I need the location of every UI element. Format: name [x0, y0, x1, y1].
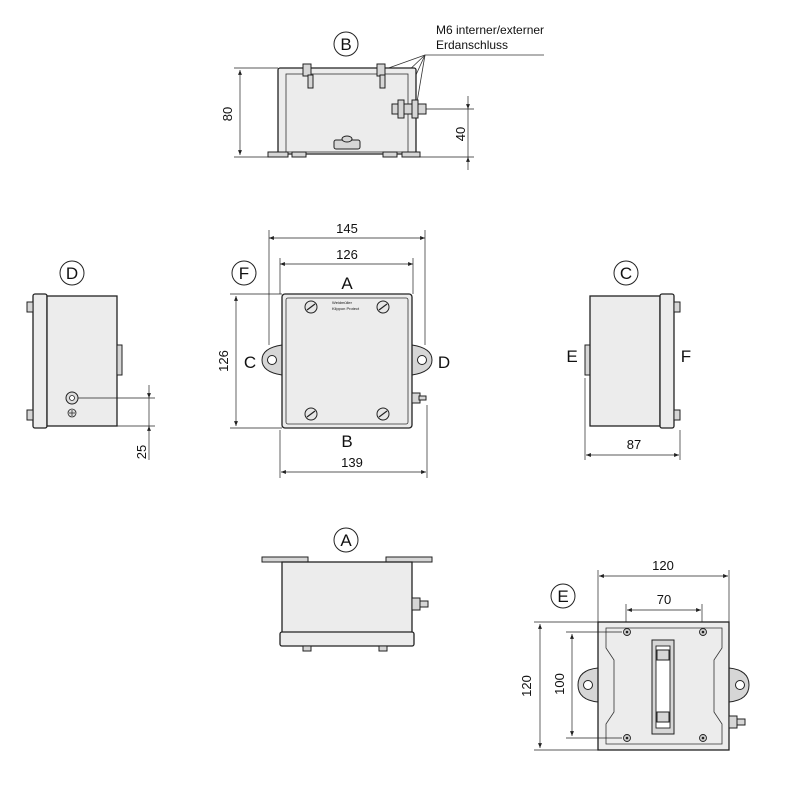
badge-c: C [613, 260, 639, 286]
dim-b-height-label: 80 [220, 107, 235, 121]
dimension-bottom: 139 [279, 405, 428, 478]
dim-bottom-label: 139 [341, 455, 363, 470]
view-e: E 120 70 [519, 558, 750, 751]
dim-d-bottom-label: 25 [134, 445, 149, 459]
dimension-e-top: 120 [597, 558, 730, 622]
view-b: B M6 interner/externer Erdanschluss [220, 23, 544, 170]
badge-b-label: B [340, 35, 351, 54]
dimension-d-bottom: 25 [78, 385, 155, 460]
badge-f-label: F [239, 264, 249, 283]
side-label-bottom: B [341, 432, 352, 451]
enclosure-side-d [26, 293, 123, 429]
enclosure-side-c [584, 293, 681, 429]
view-c-side-left: E [566, 347, 577, 366]
dim-e-inner-label: 70 [657, 592, 671, 607]
badge-c-label: C [620, 264, 632, 283]
dim-e-left-outer-label: 120 [519, 675, 534, 697]
enclosure-back-view [577, 621, 750, 751]
dim-b-right-label: 40 [453, 127, 468, 141]
enclosure-front: Weidmüller Klippon Protect [261, 293, 433, 429]
enclosure-top-view [267, 63, 427, 158]
badge-f: F [231, 260, 257, 286]
dim-c-bottom-label: 87 [627, 437, 641, 452]
dimension-width-inner: 126 [279, 247, 414, 294]
dimension-width-overall: 145 [268, 221, 426, 345]
view-front: F 145 126 A B C D Wei [216, 221, 450, 478]
dim-e-top-label: 120 [652, 558, 674, 573]
brand-label: Weidmüller [332, 300, 353, 305]
badge-e-label: E [557, 587, 568, 606]
enclosure-bottom-view [261, 556, 433, 652]
dimension-b-height: 80 [220, 67, 278, 158]
view-c-side-right: F [681, 347, 691, 366]
badge-a: A [333, 527, 359, 553]
badge-e: E [550, 583, 576, 609]
view-d: D 25 [26, 260, 155, 460]
side-label-left: C [244, 353, 256, 372]
view-a: A [261, 527, 433, 652]
badge-d-label: D [66, 264, 78, 283]
dimension-e-left-inner: 100 [552, 631, 622, 739]
dimension-c-bottom: 87 [584, 378, 681, 460]
annotation-line1: M6 interner/externer [436, 23, 544, 37]
view-c: C E F 87 [566, 260, 691, 460]
brand-sublabel: Klippon Protect [332, 306, 360, 311]
side-label-top: A [341, 274, 353, 293]
badge-b: B [333, 31, 359, 57]
badge-d: D [59, 260, 85, 286]
dim-width-overall-label: 145 [336, 221, 358, 236]
dimension-height: 126 [216, 293, 282, 429]
side-label-right: D [438, 353, 450, 372]
annotation-line2: Erdanschluss [436, 38, 508, 52]
badge-a-label: A [340, 531, 352, 550]
dim-e-left-inner-label: 100 [552, 673, 567, 695]
dim-height-label: 126 [216, 350, 231, 372]
dimension-b-right: 40 [420, 96, 474, 170]
dimension-e-left-outer: 120 [519, 621, 598, 751]
dim-width-inner-label: 126 [336, 247, 358, 262]
